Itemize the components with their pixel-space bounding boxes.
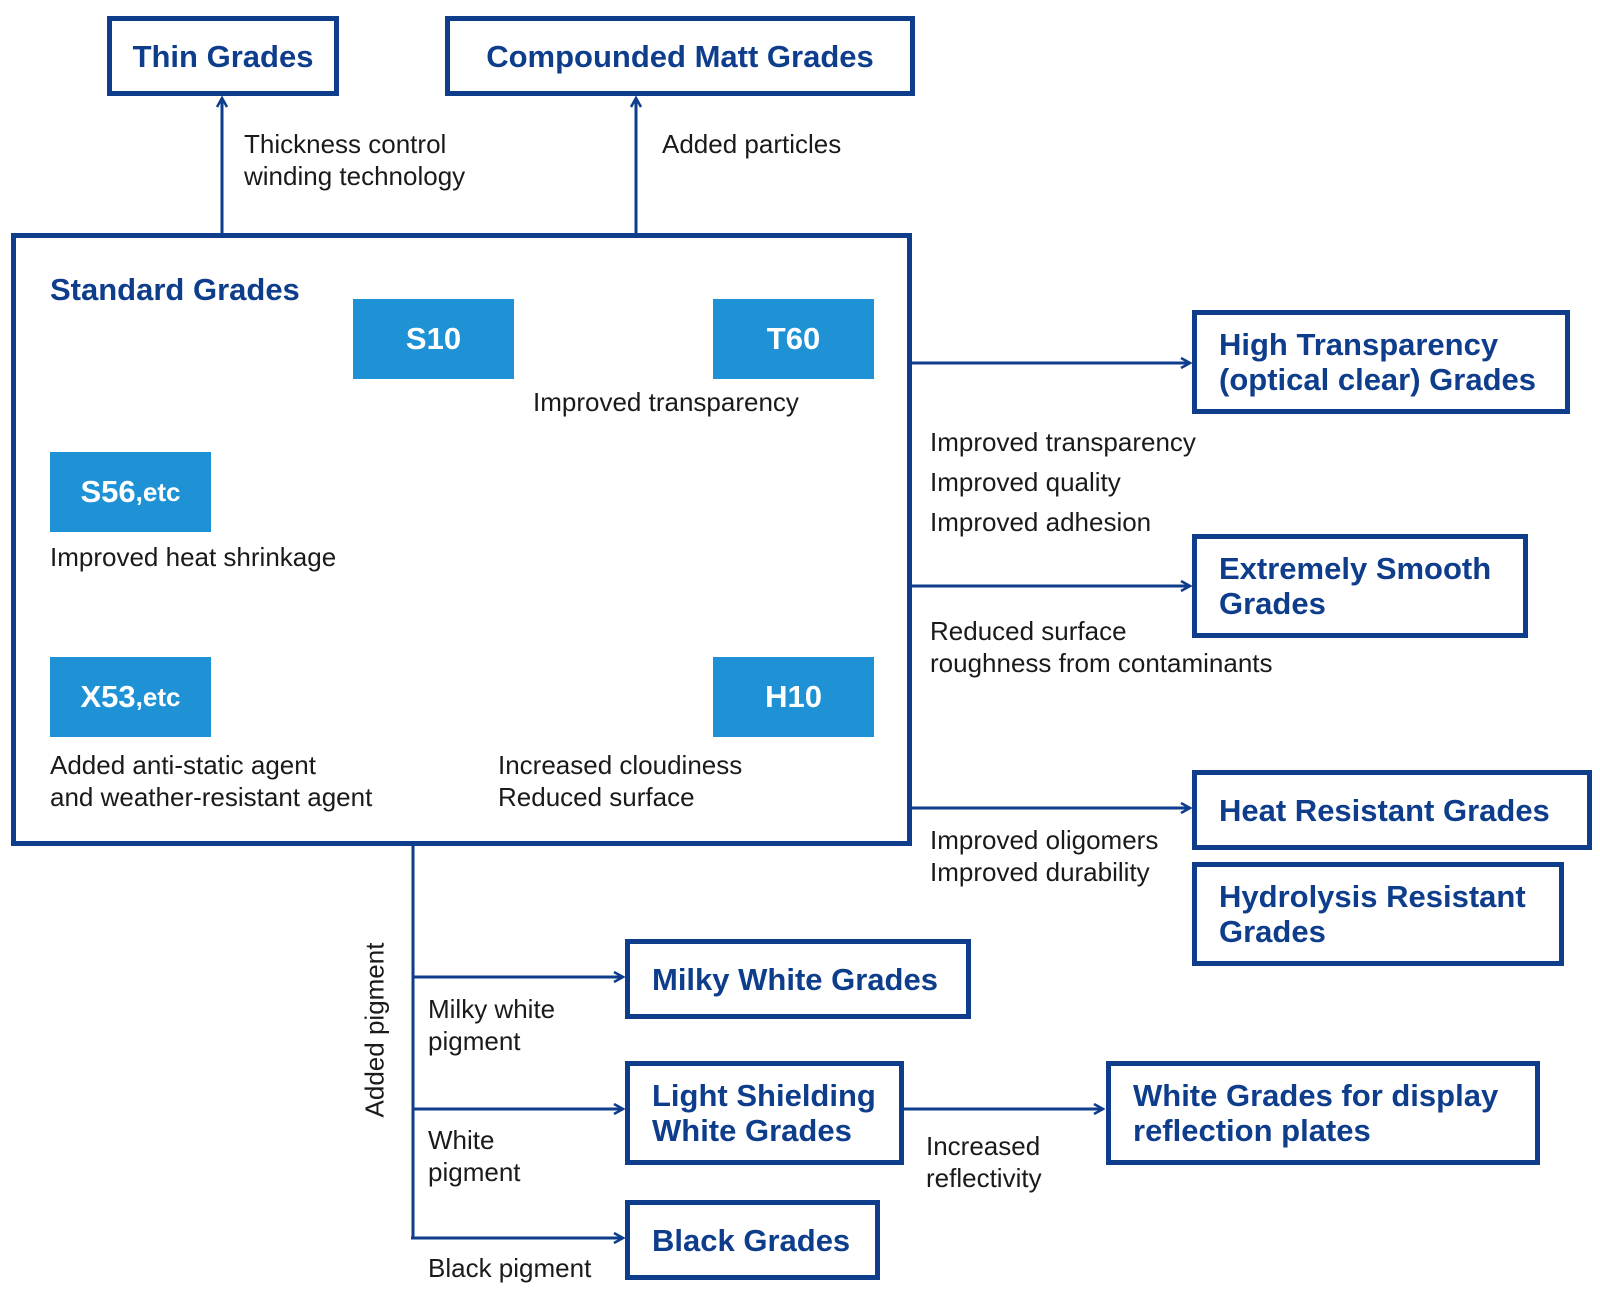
h10-label: H10 <box>765 679 822 714</box>
s56-box: S56,etc <box>50 452 211 532</box>
heat-resistant-label: Heat Resistant Grades <box>1219 792 1550 828</box>
high-transparency-label: High Transparency (optical clear) Grades <box>1219 327 1537 397</box>
x53-box: X53,etc <box>50 657 211 737</box>
improved-heat-shrinkage-label: Improved heat shrinkage <box>50 542 337 572</box>
s10-box: S10 <box>353 299 514 379</box>
s56-suffix: ,etc <box>135 476 181 507</box>
milky-white-pigment-label: Milky white pigment <box>428 994 556 1056</box>
standard-grades-title: Standard Grades <box>50 272 300 307</box>
thin-grades-box: Thin Grades <box>107 16 339 96</box>
black-grades-box: Black Grades <box>625 1200 880 1280</box>
black-grades-label: Black Grades <box>652 1222 851 1258</box>
heat-resistant-box: Heat Resistant Grades <box>1192 770 1592 850</box>
extremely-smooth-label: Extremely Smooth Grades <box>1219 551 1492 621</box>
white-display-reflection-box: White Grades for display reflection plat… <box>1106 1061 1540 1165</box>
increased-reflectivity-label: Increased reflectivity <box>926 1131 1042 1193</box>
improved-transparency-label: Improved transparency <box>533 387 799 417</box>
added-particles-label: Added particles <box>662 129 842 159</box>
s56-label: S56 <box>80 474 136 509</box>
anti-static-label: Added anti-static agent and weather-resi… <box>50 750 373 812</box>
s10-label: S10 <box>405 321 462 356</box>
thickness-control-label: Thickness control winding technology <box>244 129 466 191</box>
t60-box: T60 <box>713 299 874 379</box>
added-pigment-label: Added pigment <box>359 942 390 1118</box>
compounded-matt-grades-label: Compounded Matt Grades <box>486 38 874 74</box>
high-transparency-box: High Transparency (optical clear) Grades <box>1192 310 1570 414</box>
light-shielding-box: Light Shielding White Grades <box>625 1061 904 1165</box>
reduced-roughness-label: Reduced surface roughness from contamina… <box>930 616 1273 678</box>
transparency-quality-adhesion-labels: Improved transparency Improved quality I… <box>930 427 1196 537</box>
hydrolysis-resistant-box: Hydrolysis Resistant Grades <box>1192 862 1564 966</box>
cloudiness-label: Increased cloudiness Reduced surface <box>498 750 743 812</box>
milky-white-grades-label: Milky White Grades <box>652 961 938 997</box>
compounded-matt-grades-box: Compounded Matt Grades <box>445 16 915 96</box>
black-pigment-label: Black pigment <box>428 1253 592 1283</box>
light-shielding-label: Light Shielding White Grades <box>652 1078 876 1148</box>
milky-white-grades-box: Milky White Grades <box>625 939 971 1019</box>
hydrolysis-resistant-label: Hydrolysis Resistant Grades <box>1219 879 1526 949</box>
oligomers-durability-label: Improved oligomers Improved durability <box>930 825 1159 887</box>
white-display-reflection-label: White Grades for display reflection plat… <box>1133 1078 1499 1148</box>
h10-box: H10 <box>713 657 874 737</box>
t60-label: T60 <box>766 321 821 356</box>
x53-label: X53 <box>80 679 136 714</box>
thin-grades-label: Thin Grades <box>132 38 314 74</box>
extremely-smooth-box: Extremely Smooth Grades <box>1192 534 1528 638</box>
x53-suffix: ,etc <box>135 681 181 712</box>
white-pigment-label: White pigment <box>428 1125 521 1187</box>
